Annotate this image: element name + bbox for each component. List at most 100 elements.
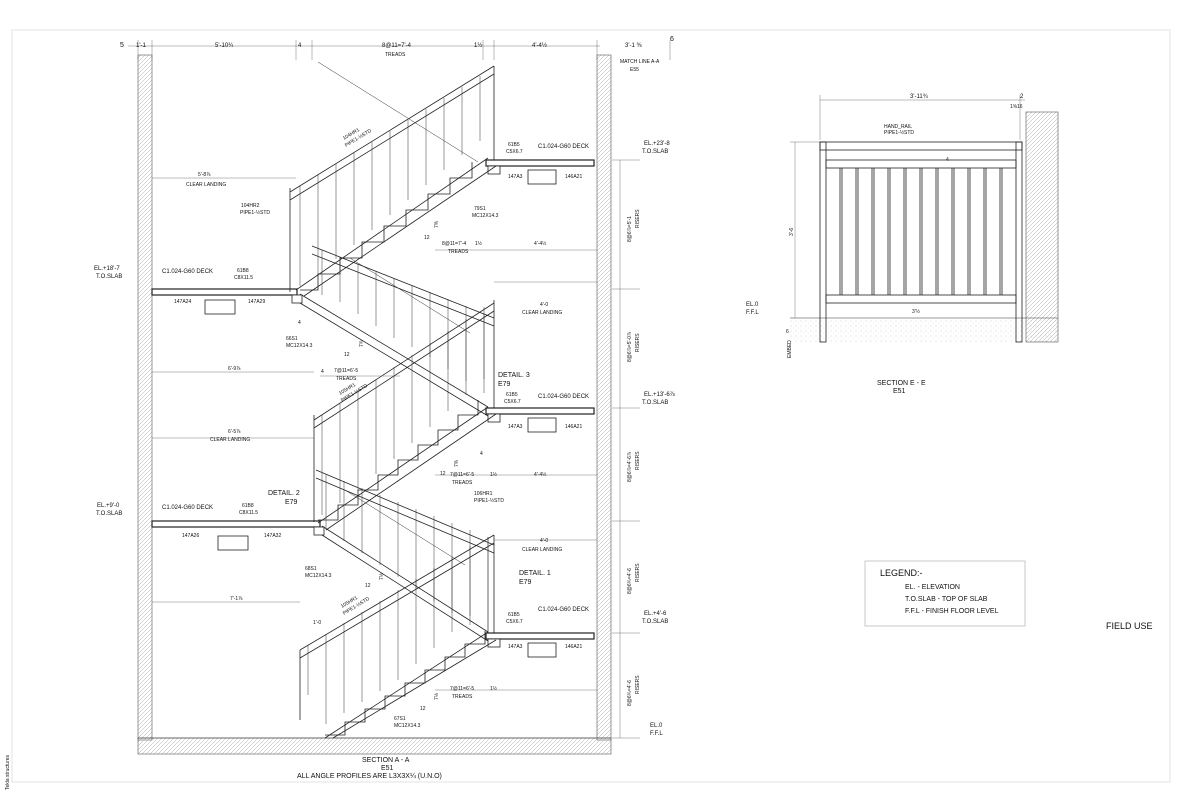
angle-mark: 147A32: [264, 533, 281, 539]
ee-ref: E51: [893, 388, 906, 395]
detail-callouts: DETAIL. 3 E79 DETAIL. 2 E79 DETAIL. 1 E7…: [268, 372, 551, 586]
elevation-text: EL.+18'-7: [94, 266, 120, 272]
ee-mid-rail: [825, 159, 1017, 169]
top-dimension-string: 5 6 1'-1 5'-10¾ 4 8@11=7'-4 TREADS 1½ 4'…: [120, 36, 674, 60]
elevation-sub: T.O.SLAB: [642, 400, 668, 406]
step-dim: 4: [480, 451, 483, 457]
landing-dim: 4'-0: [540, 302, 548, 308]
detail-label: DETAIL. 3: [498, 372, 530, 379]
ee-height: 3'-6: [789, 228, 795, 236]
deck-label: C1.024-G60 DECK: [538, 607, 589, 613]
landing-dim: 6'-5⅞: [228, 429, 241, 435]
riser-slope: 7¾: [359, 339, 365, 347]
legend-item: T.O.SLAB - TOP OF SLAB: [905, 596, 988, 603]
stringer-mark: 66S1: [286, 336, 298, 342]
stringer-size: MC12X14.3: [472, 213, 499, 219]
ee-rail-size: PIPE1-½STD: [884, 129, 914, 136]
landing-dim: 4'-0: [540, 538, 548, 544]
riser-text: 8@6⅞=5'-1: [627, 216, 633, 242]
ee-embed-label: EMBED: [787, 340, 793, 358]
elevation-sub: T.O.SLAB: [642, 619, 668, 625]
grid-label-5: 5: [120, 42, 124, 49]
beam-mark: 61B8: [237, 268, 249, 274]
riser-text: 8@6¾=4'-6: [627, 568, 633, 594]
stringer-mark: 67S1: [394, 716, 406, 722]
ee-elevation-sub: F.F.L: [746, 310, 759, 316]
landing-sub: CLEAR LANDING: [522, 547, 562, 553]
section-ref: E51: [381, 765, 394, 772]
section-note: ALL ANGLE PROFILES ARE L3X3X¼ (U.N.O): [297, 773, 442, 780]
beam-mark: 61B5: [508, 612, 520, 618]
angle-mark: 147A29: [248, 299, 265, 305]
elevation-sub: T.O.SLAB: [642, 149, 668, 155]
landing-dim: 6'-9⅞: [228, 366, 241, 372]
angle-mark: 146A21: [565, 174, 582, 180]
elevation-text: EL.+4'-6: [644, 611, 667, 617]
tread-sub: TREADS: [452, 480, 473, 486]
ee-rail-label: HAND_RAIL: [884, 124, 912, 130]
ee-width: 3'-11¾: [910, 94, 929, 100]
angle-mark: 147A3: [508, 424, 523, 430]
landing-dim: 5'-8⅞: [198, 172, 211, 178]
slope-dim: 12: [344, 352, 350, 358]
elevation-text: EL.+23'-8: [644, 141, 670, 147]
beam-mark: 61B5: [508, 142, 520, 148]
tread-dim: 7@11=6'-5: [450, 686, 474, 692]
dim-text: TREADS: [385, 52, 406, 58]
beam-mark: 61B5: [506, 392, 518, 398]
section-ee-view: 3'-11¾ 2 1⅝16 HAND_RAIL PIPE1-½STD 4 3'-…: [746, 94, 1059, 395]
riser-sub: RISERS: [635, 333, 641, 352]
section-aa-title: SECTION A - A E51 ALL ANGLE PROFILES ARE…: [297, 757, 442, 780]
match-line-label: MATCH LINE A-A: [620, 59, 660, 65]
elevation-text: EL.+9'-0: [97, 503, 120, 509]
section-aa-view: 5 6 1'-1 5'-10¾ 4 8@11=7'-4 TREADS 1½ 4'…: [120, 36, 674, 755]
stair-treads: [300, 61, 486, 736]
match-line-ref: E55: [630, 67, 639, 73]
dim-text: 3'-1 ⅜: [625, 43, 642, 49]
beam-size: C5X6.7: [504, 399, 521, 405]
ee-post-right: [1015, 141, 1023, 343]
member-callouts: C1.024-G60 DECK 61B5 C5X6.7 147A3 146A21…: [162, 127, 589, 729]
stringer-mark: 68S1: [305, 566, 317, 572]
tread-sub: TREADS: [336, 376, 357, 382]
ee-wall: [1025, 111, 1059, 343]
ee-bottom-rail: [825, 294, 1017, 304]
tread-sub: TREADS: [448, 249, 469, 255]
tread-dim: 8@11=7'-4: [442, 241, 466, 247]
tread-dim: 7@11=6'-5: [334, 368, 358, 374]
ee-embed-depth: 6: [786, 329, 789, 335]
legend-item: EL. - ELEVATION: [905, 584, 960, 591]
landing-sub: CLEAR LANDING: [522, 310, 562, 316]
landing-sub: CLEAR LANDING: [210, 437, 250, 443]
margin-note: Tekla structures: [5, 754, 11, 790]
tread-dim: 4'-4½: [534, 240, 547, 247]
riser-sub: RISERS: [635, 451, 641, 470]
dim-text: 1'-1: [136, 43, 146, 49]
elevation-text: EL.0: [650, 723, 663, 729]
handrails: [289, 65, 495, 659]
landing-sub: CLEAR LANDING: [186, 182, 226, 188]
beam-size: C5X6.7: [506, 619, 523, 625]
dim-text: 4'-4½: [532, 42, 547, 49]
ee-title: SECTION E - E: [877, 380, 926, 387]
level-reference-lines: [152, 177, 597, 691]
field-use-stamp: FIELD USE: [1106, 621, 1153, 631]
legend-box: [864, 560, 1026, 627]
dim-text: 5'-10¾: [215, 43, 234, 49]
riser-labels: 8@6⅞=5'-1 RISERS 8@6⅞=5'-0⅞ RISERS 8@6⅞=…: [627, 209, 641, 706]
slope-dim: 12: [420, 706, 426, 712]
angle-mark: 147A3: [508, 174, 523, 180]
stringer-mark: 79S1: [474, 206, 486, 212]
slope-dim: 12: [424, 235, 430, 241]
angle-mark: 146A21: [565, 424, 582, 430]
stringer-size: MC12X14.3: [286, 343, 313, 349]
tread-dim: 4'-4½: [534, 471, 547, 478]
detail-label: DETAIL. 2: [268, 490, 300, 497]
riser-text: 8@6¾=4'-6: [627, 680, 633, 706]
rail-size: PIPE1-½STD: [474, 497, 504, 504]
deck-label: C1.024-G60 DECK: [538, 394, 589, 400]
riser-sub: RISERS: [635, 209, 641, 228]
landing-dims: 5'-8⅞ CLEAR LANDING 4'-0 CLEAR LANDING 6…: [186, 172, 562, 712]
elevation-labels: EL.+23'-8 T.O.SLAB EL.+18'-7 T.O.SLAB EL…: [94, 141, 676, 737]
legend: LEGEND:- EL. - ELEVATION T.O.SLAB - TOP …: [864, 560, 1026, 627]
